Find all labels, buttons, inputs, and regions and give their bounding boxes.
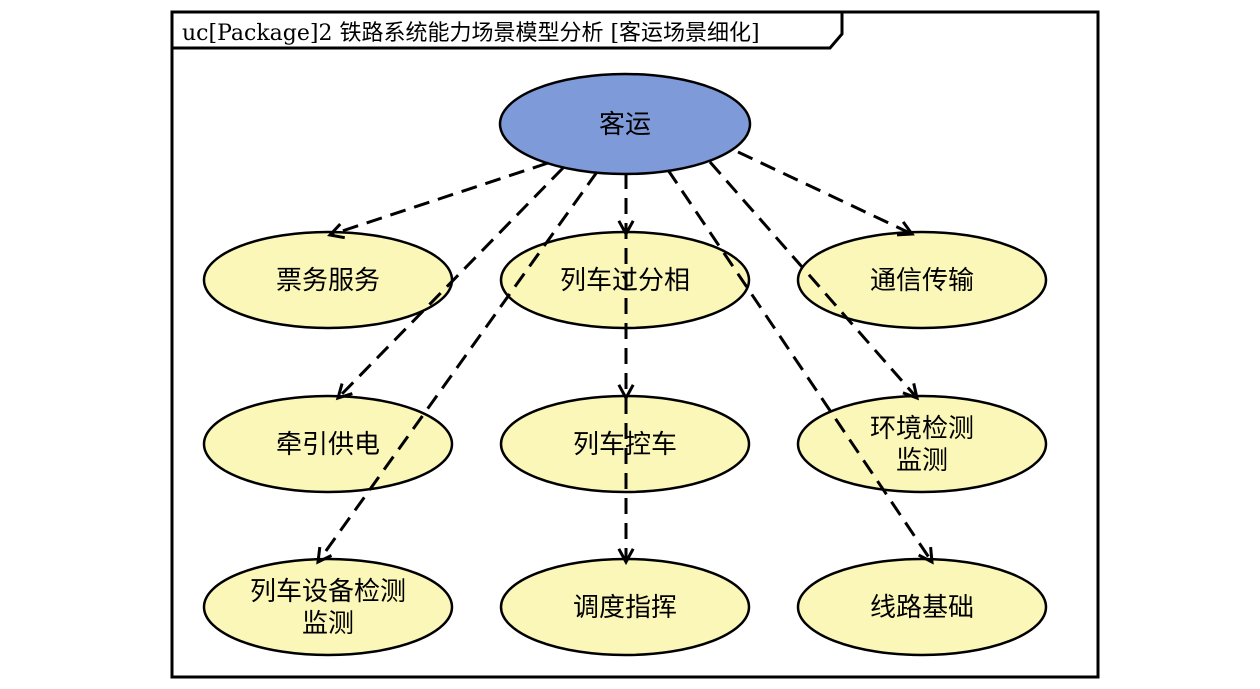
- use-case-label-piaowu: 票务服务: [276, 266, 380, 296]
- root-use-case-keyun[interactable]: 客运: [498, 72, 752, 176]
- use-case-label-huanjing: 环境检测: [870, 414, 974, 444]
- use-case-label-tongxin: 通信传输: [870, 266, 974, 296]
- dependency-arrowhead-piaowu: [327, 223, 346, 240]
- use-case-label-keyun: 客运: [599, 110, 651, 140]
- use-case-label-qianyin: 牵引供电: [276, 430, 380, 460]
- dependency-arrowhead-xianlu: [917, 546, 934, 565]
- dependency-line-xianlu: [666, 169, 934, 563]
- use-case-tongxin[interactable]: 通信传输: [796, 230, 1048, 330]
- dependency-line-qianyin: [336, 166, 565, 400]
- use-case-label-shebei: 监测: [302, 609, 354, 639]
- dependency-line-piaowu: [329, 161, 549, 237]
- use-case-label-diaodu: 调度指挥: [573, 593, 677, 623]
- use-case-ellipse-qianyin[interactable]: [202, 394, 454, 494]
- dependency-arrowhead-shebei: [316, 546, 333, 565]
- dependency-arrowhead-qianyin: [335, 383, 353, 401]
- dependency-line-tongxin: [737, 150, 913, 236]
- use-case-ellipse-xianlu[interactable]: [796, 557, 1048, 657]
- dependency-line-shebei: [316, 171, 599, 563]
- dependency-arrowhead-diaodu: [617, 548, 635, 566]
- dependency-arrowhead-huanjing: [902, 383, 920, 401]
- frame-title: uc[Package]2 铁路系统能力场景模型分析 [客运场景细化]: [182, 21, 760, 46]
- use-case-qianyin[interactable]: 牵引供电: [202, 394, 454, 494]
- use-case-nodes: 客运票务服务列车过分相通信传输牵引供电列车控车环境检测监测列车设备检测监测调度指…: [202, 72, 1048, 657]
- use-case-piaowu[interactable]: 票务服务: [202, 230, 454, 330]
- use-case-xianlu[interactable]: 线路基础: [796, 557, 1048, 657]
- use-case-label-huanjing: 监测: [896, 446, 948, 476]
- use-case-ellipse-shebei[interactable]: [202, 557, 454, 657]
- dependency-line-huanjing: [708, 161, 919, 399]
- use-case-diaodu[interactable]: 调度指挥: [499, 557, 751, 657]
- dependency-edges: [316, 150, 934, 566]
- use-case-label-shebei: 列车设备检测: [250, 577, 406, 607]
- frame-title-tab: [170, 10, 844, 50]
- use-case-label-xianlu: 线路基础: [870, 593, 974, 623]
- dependency-arrowhead-tongxin: [896, 220, 915, 237]
- use-case-ellipse-huanjing[interactable]: [796, 394, 1048, 494]
- use-case-ellipse-tongxin[interactable]: [796, 230, 1048, 330]
